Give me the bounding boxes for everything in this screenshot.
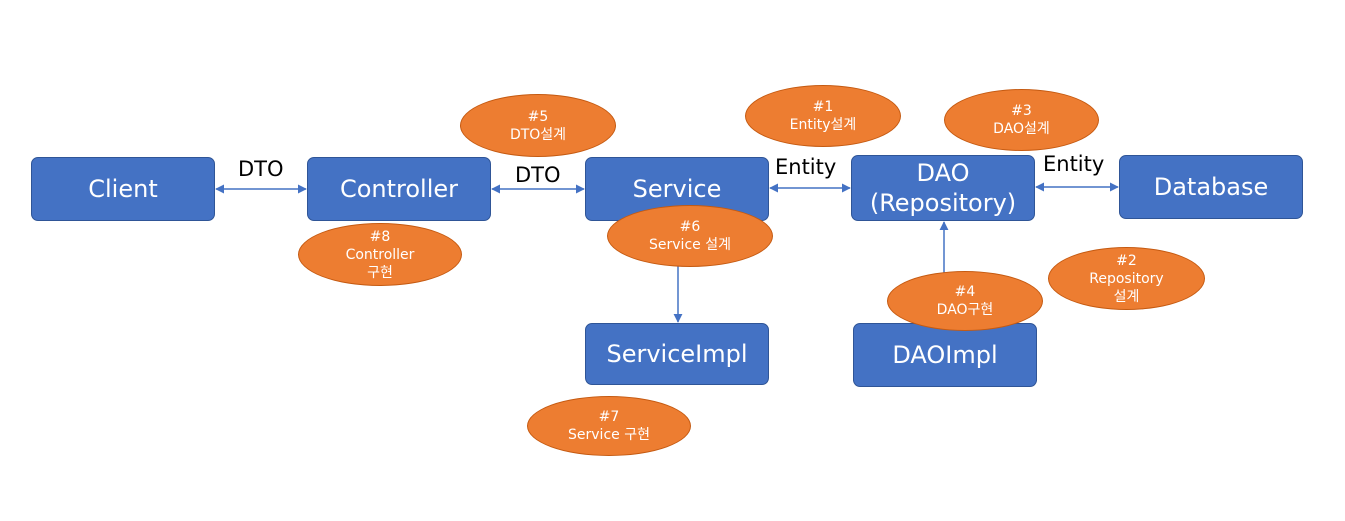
- step-3-number: #3: [1011, 103, 1032, 119]
- step-6-badge: #6 Service 설계: [607, 205, 773, 267]
- controller-label: Controller: [339, 175, 459, 203]
- step-4-badge: #4 DAO구현: [887, 271, 1043, 331]
- dao-box: DAO (Repository): [851, 155, 1035, 221]
- step-8-number: #8: [369, 228, 391, 245]
- client-box: Client: [31, 157, 215, 221]
- database-label: Database: [1153, 173, 1269, 201]
- client-label: Client: [88, 175, 158, 203]
- serviceimpl-label: ServiceImpl: [606, 340, 748, 368]
- serviceimpl-box: ServiceImpl: [585, 323, 769, 385]
- controller-box: Controller: [307, 157, 491, 221]
- step-8-text: Controller 구현: [345, 246, 415, 281]
- step-4-number: #4: [954, 284, 976, 300]
- service-label: Service: [632, 175, 722, 203]
- step-6-text: Service 설계: [649, 237, 731, 253]
- daoimpl-box: DAOImpl: [853, 323, 1037, 387]
- step-8-badge: #8 Controller 구현: [298, 223, 462, 286]
- step-5-number: #5: [527, 108, 549, 125]
- edge-label-controller-service: DTO: [515, 163, 561, 187]
- step-2-badge: #2 Repository 설계: [1048, 247, 1205, 310]
- edge-label-service-dao: Entity: [775, 155, 837, 179]
- step-7-text: Service 구현: [568, 427, 650, 443]
- step-7-badge: #7 Service 구현: [527, 396, 691, 456]
- step-6-number: #6: [679, 219, 701, 235]
- step-2-number: #2: [1116, 252, 1137, 269]
- step-5-badge: #5 DTO설계: [460, 94, 616, 157]
- step-7-number: #7: [598, 409, 620, 425]
- database-box: Database: [1119, 155, 1303, 219]
- step-1-text: Entity설계: [789, 117, 857, 133]
- step-3-text: DAO설계: [993, 121, 1050, 137]
- step-4-text: DAO구현: [936, 302, 994, 318]
- daoimpl-label: DAOImpl: [892, 341, 998, 369]
- edge-label-client-controller: DTO: [238, 157, 284, 181]
- step-2-text: Repository 설계: [1089, 270, 1164, 305]
- step-1-number: #1: [812, 99, 834, 115]
- dao-label: DAO (Repository): [869, 159, 1017, 217]
- step-3-badge: #3 DAO설계: [944, 89, 1099, 151]
- step-1-badge: #1 Entity설계: [745, 85, 901, 147]
- step-5-text: DTO설계: [509, 126, 567, 143]
- edge-label-dao-database: Entity: [1043, 152, 1105, 176]
